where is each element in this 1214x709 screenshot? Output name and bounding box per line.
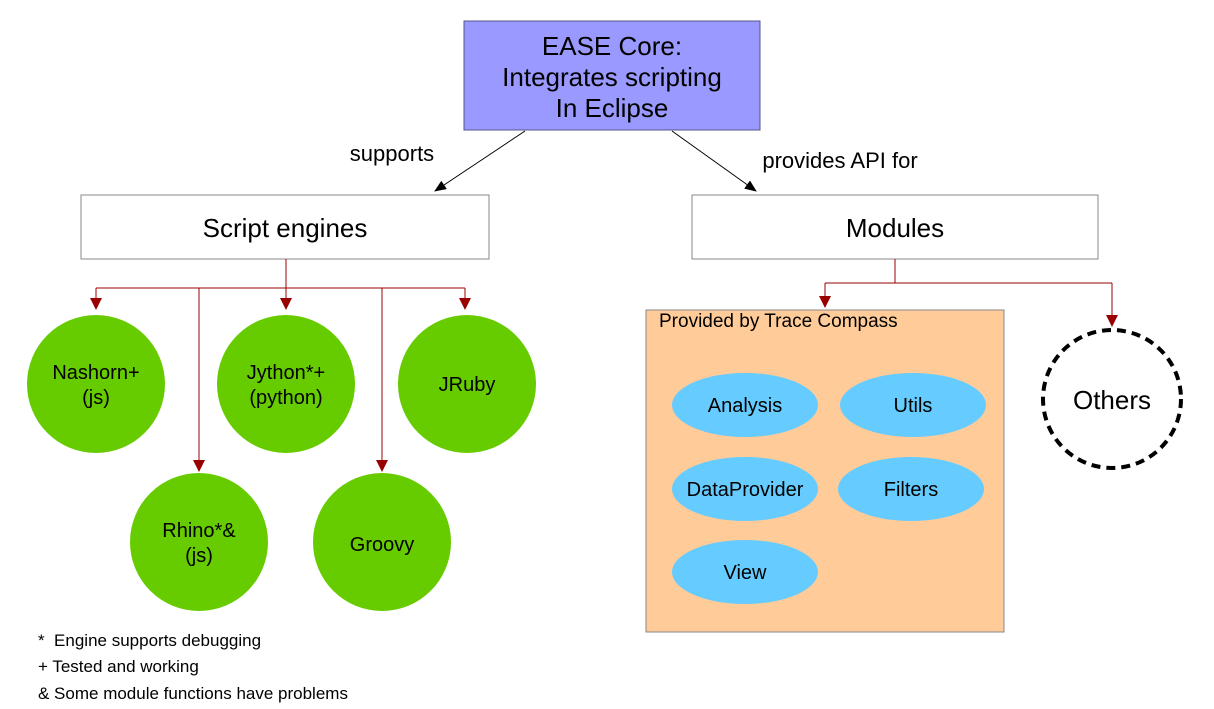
ease-core-title: EASE Core: — [542, 31, 682, 61]
engine-groovy: Groovy — [313, 473, 451, 611]
module-filters-ellipse — [838, 457, 984, 521]
engine-rhino-circle — [130, 473, 268, 611]
modules-title: Modules — [846, 213, 944, 243]
engine-groovy-circle — [313, 473, 451, 611]
module-analysis-label: Analysis — [708, 395, 782, 417]
legend-debugging: * Engine supports debugging — [38, 631, 261, 650]
module-dataprovider-label: DataProvider — [687, 479, 804, 501]
provides-arrow — [671, 130, 757, 192]
engine-jython-circle — [217, 315, 355, 453]
supports-label: supports — [350, 141, 434, 166]
engine-jruby-circle — [398, 315, 536, 453]
module-view-label: View — [724, 562, 768, 584]
engine-jython: Jython*+ (python) — [217, 315, 355, 453]
ease-core-subtitle-1: Integrates scripting — [502, 62, 722, 92]
module-utils: Utils — [840, 373, 986, 437]
engine-jython-sublabel: (python) — [249, 387, 322, 409]
legend-tested: + Tested and working — [38, 657, 199, 676]
module-utils-label: Utils — [894, 395, 933, 417]
module-utils-ellipse — [840, 373, 986, 437]
modules-box — [691, 194, 1099, 260]
others-node: Others — [1041, 328, 1183, 470]
engine-rhino: Rhino*& (js) — [130, 473, 268, 611]
ease-core-node: EASE Core: Integrates scripting In Eclip… — [463, 20, 761, 131]
engine-nashorn-sublabel: (js) — [82, 387, 110, 409]
engine-jruby-label: JRuby — [439, 374, 496, 396]
legend-problems: & Some module functions have problems — [38, 684, 348, 703]
script-engines-title: Script engines — [203, 213, 368, 243]
engine-jruby: JRuby — [398, 315, 536, 453]
engine-connectors — [90, 259, 471, 472]
module-connectors — [819, 259, 1118, 327]
engine-nashorn-circle — [27, 315, 165, 453]
module-analysis: Analysis — [672, 373, 818, 437]
modules-node: Modules — [691, 194, 1099, 260]
engine-nashorn: Nashorn+ (js) — [27, 315, 165, 453]
others-label: Others — [1073, 385, 1151, 415]
trace-compass-title: Provided by Trace Compass — [659, 311, 898, 332]
engine-jython-label: Jython*+ — [247, 362, 325, 384]
engine-rhino-label: Rhino*& — [162, 520, 236, 542]
supports-arrow — [434, 130, 526, 192]
script-engines-box — [80, 194, 490, 260]
engine-nashorn-label: Nashorn+ — [52, 362, 139, 384]
module-filters-label: Filters — [884, 479, 938, 501]
provides-label: provides API for — [762, 148, 917, 173]
module-view: View — [672, 540, 818, 604]
script-engines-node: Script engines — [80, 194, 490, 260]
module-dataprovider: DataProvider — [672, 457, 818, 521]
module-analysis-ellipse — [672, 373, 818, 437]
module-filters: Filters — [838, 457, 984, 521]
engine-groovy-label: Groovy — [350, 534, 414, 556]
module-view-ellipse — [672, 540, 818, 604]
engine-rhino-sublabel: (js) — [185, 545, 213, 567]
module-dataprovider-ellipse — [672, 457, 818, 521]
legend: * Engine supports debugging + Tested and… — [38, 631, 348, 703]
ease-core-subtitle-2: In Eclipse — [556, 93, 669, 123]
ease-core-box — [463, 20, 761, 131]
others-circle — [1041, 328, 1183, 470]
